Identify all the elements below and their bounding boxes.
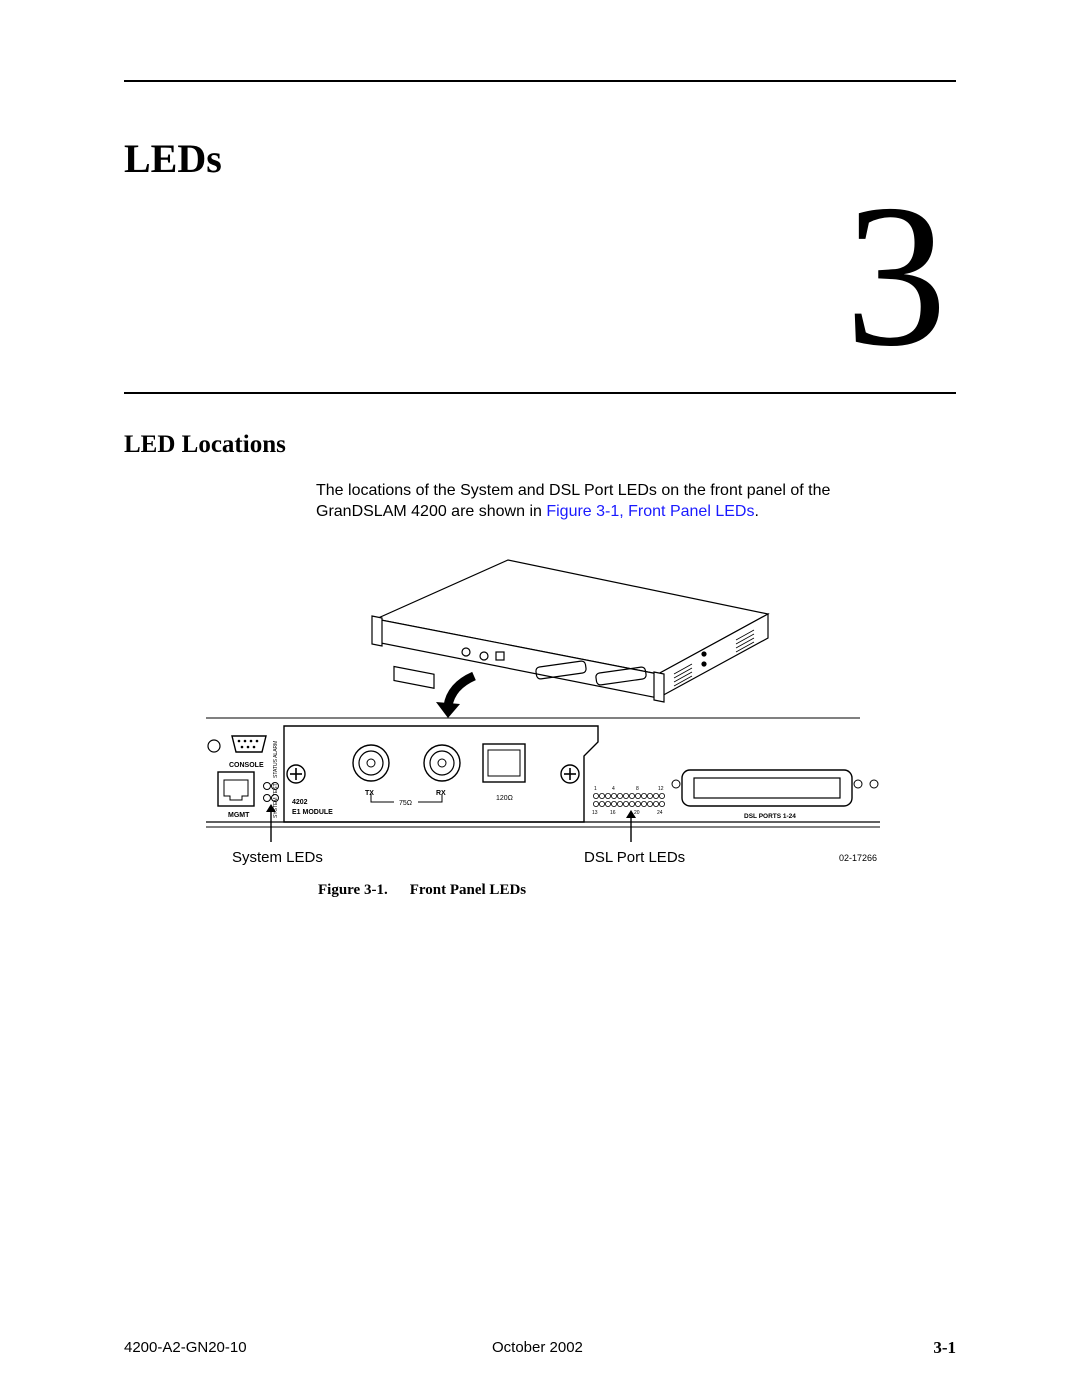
tx-label: TX: [365, 790, 374, 797]
rx-label: RX: [436, 790, 446, 797]
impedance-120-label: 120Ω: [496, 795, 513, 802]
rx-bnc-connector: [423, 744, 461, 782]
system-led-4: [271, 794, 279, 802]
footer-date: October 2002: [492, 1339, 583, 1356]
module-label: E1 MODULE: [292, 809, 333, 816]
system-led-3: [263, 794, 271, 802]
drawing-number: 02-17266: [839, 853, 877, 863]
dsl-port-led-row-2: [592, 800, 665, 807]
model-label: 4202: [292, 799, 308, 806]
front-panel-figure: CONSOLE MGMT STATUS ALARM SYSTEM TEST 42…: [206, 559, 880, 866]
system-leds-side-label: SYSTEM TEST: [273, 783, 279, 818]
e1-120-ohm-port: [482, 743, 526, 783]
intro-text-end: .: [754, 503, 759, 520]
port-number-label: 13: [592, 810, 598, 816]
system-leds-callout: System LEDs: [232, 849, 323, 866]
figure-caption-title: Front Panel LEDs: [409, 882, 527, 898]
figure-caption-prefix: Figure 3-1.: [318, 882, 388, 898]
section-rule: [124, 392, 956, 394]
figure-caption: Figure 3-1. Front Panel LEDs: [318, 880, 526, 900]
screw-icon: [560, 764, 580, 784]
impedance-75-label: 75Ω: [399, 800, 412, 807]
dsl-port-leds-callout: DSL Port LEDs: [584, 849, 685, 866]
chapter-number: 3: [845, 163, 947, 389]
console-label: CONSOLE: [229, 762, 264, 769]
system-led-1: [263, 782, 271, 790]
port-number-label: 12: [658, 786, 664, 792]
port-number-label: 4: [612, 786, 615, 792]
port-number-label: 24: [657, 810, 663, 816]
system-leds-callout-arrow: [266, 804, 276, 842]
port-number-label: 8: [636, 786, 639, 792]
footer-page-number: 3-1: [933, 1338, 956, 1357]
intro-text: The locations of the System and DSL Port…: [316, 482, 831, 520]
screw-icon: [286, 764, 306, 784]
system-led-2: [271, 782, 279, 790]
status-leds-label: STATUS ALARM: [273, 741, 279, 778]
mgmt-port-icon: [217, 771, 255, 807]
port-number-label: 20: [634, 810, 640, 816]
intro-paragraph: The locations of the System and DSL Port…: [316, 480, 916, 522]
chapter-title: LEDs: [124, 136, 222, 181]
port-number-label: 1: [594, 786, 597, 792]
mgmt-label: MGMT: [228, 812, 250, 819]
front-panel-detail: [206, 717, 880, 828]
figure-cross-reference-link[interactable]: Figure 3-1, Front Panel LEDs: [546, 503, 755, 520]
section-heading: LED Locations: [124, 431, 286, 458]
dsl-port-led-row-1: [592, 792, 665, 799]
dsl-port-leds-callout-arrow: [626, 810, 636, 842]
console-port-icon: [231, 735, 267, 753]
device-isometric-drawing: [371, 559, 770, 703]
dsl-ports-label: DSL PORTS 1-24: [744, 813, 796, 820]
footer-doc-number: 4200-A2-GN20-10: [124, 1339, 247, 1356]
port-number-label: 16: [610, 810, 616, 816]
top-rule: [124, 80, 956, 82]
tx-bnc-connector: [352, 744, 390, 782]
zoom-arrow-icon: [436, 671, 476, 718]
dsl-ports-connector: [681, 769, 853, 807]
